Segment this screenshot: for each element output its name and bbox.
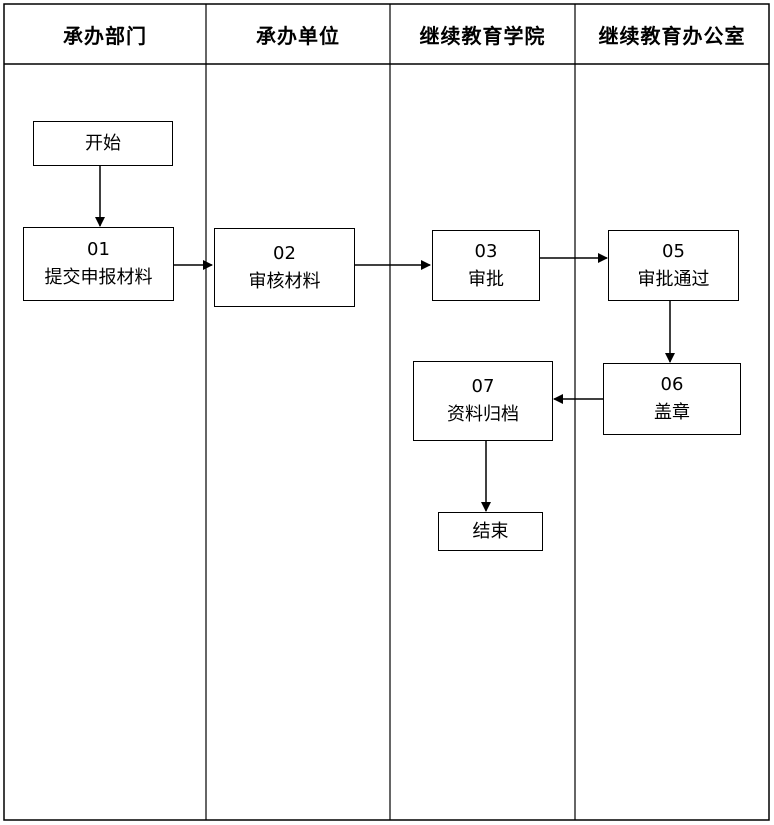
node-05: 05 审批通过 [608, 230, 739, 301]
node-06-number: 06 [660, 374, 684, 395]
node-01: 01 提交申报材料 [23, 227, 174, 301]
lane-header-department: 承办部门 [63, 23, 147, 48]
node-02: 02 审核材料 [214, 228, 355, 307]
node-01-label: 提交申报材料 [44, 267, 153, 288]
node-06-label: 盖章 [654, 402, 690, 423]
node-03-label: 审批 [468, 268, 504, 290]
node-07-number: 07 [471, 376, 495, 397]
node-07: 07 资料归档 [413, 361, 553, 441]
outer-border [3, 3, 770, 821]
node-start-label: 开始 [85, 132, 121, 154]
node-02-number: 02 [273, 242, 296, 264]
lane-header-unit: 承办单位 [256, 23, 340, 48]
node-05-label: 审批通过 [637, 268, 710, 290]
node-02-label: 审核材料 [248, 270, 321, 292]
node-03: 03 审批 [432, 230, 540, 301]
lane-header-college: 继续教育学院 [419, 23, 546, 48]
node-03-number: 03 [474, 240, 498, 262]
node-start: 开始 [33, 121, 173, 166]
node-05-number: 05 [662, 240, 685, 262]
lane-header-office: 继续教育办公室 [598, 23, 746, 48]
node-06: 06 盖章 [603, 363, 741, 435]
node-07-label: 资料归档 [447, 404, 519, 425]
node-end: 结束 [438, 512, 543, 551]
node-end-label: 结束 [472, 520, 509, 542]
node-01-number: 01 [87, 239, 110, 260]
